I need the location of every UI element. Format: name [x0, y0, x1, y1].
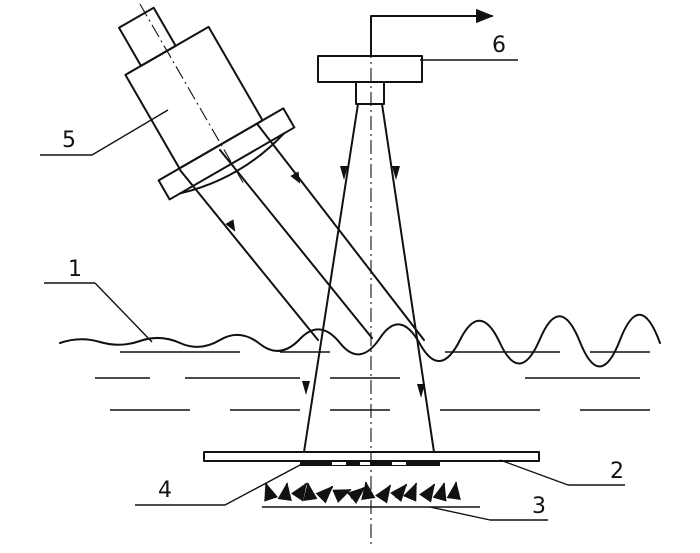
leader-1b — [94, 282, 153, 343]
water-surface — [59, 313, 661, 368]
tilted-emitter-icon — [118, 3, 296, 201]
incident-ray-center — [219, 149, 373, 339]
receiver-camera-icon — [317, 55, 423, 105]
ray-arrow-icon — [225, 166, 425, 398]
marker-strip — [300, 461, 440, 466]
label-1: 1 — [68, 257, 82, 282]
label-6: 6 — [492, 33, 506, 58]
leader-4 — [224, 464, 301, 506]
leader-3 — [429, 506, 491, 521]
output-arrow-icon — [370, 8, 494, 56]
return-ray-right — [381, 103, 435, 453]
water-body — [95, 351, 650, 411]
leader-5b — [91, 109, 169, 156]
leader-2 — [499, 459, 569, 486]
label-5: 5 — [62, 128, 76, 153]
label-2: 2 — [610, 459, 624, 484]
flow-arrows — [264, 481, 461, 504]
label-3: 3 — [532, 494, 546, 519]
incident-ray-right — [257, 124, 425, 341]
return-ray-left — [303, 103, 359, 453]
incident-ray-left — [179, 169, 319, 341]
label-4: 4 — [158, 478, 172, 503]
